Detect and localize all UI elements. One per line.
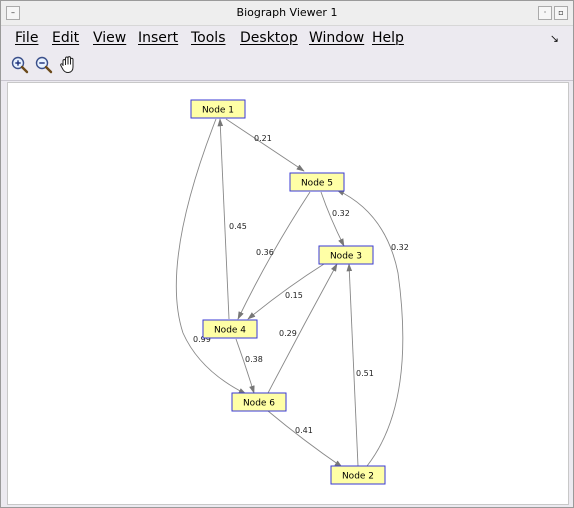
edge-label-node5-node3: 0.32: [332, 209, 350, 218]
window-title: Biograph Viewer 1: [236, 6, 338, 19]
edge-node6-node2[interactable]: [267, 410, 343, 468]
edge-node2-node3[interactable]: [346, 263, 359, 467]
dock-arrow-icon[interactable]: ↘: [549, 32, 559, 45]
menu-tools[interactable]: Tools: [191, 30, 226, 46]
window-menu-icon[interactable]: –: [6, 6, 20, 20]
node-6-label: Node 6: [243, 399, 275, 409]
node-4-box[interactable]: [202, 319, 258, 339]
node-6[interactable]: Node 6: [231, 392, 287, 412]
menu-insert[interactable]: Insert: [138, 30, 179, 46]
minimize-icon[interactable]: ·: [538, 6, 552, 20]
edge-label-node2-node5: 0.32: [391, 243, 409, 252]
menu-desktop[interactable]: Desktop: [240, 30, 298, 46]
edge-node4-node6[interactable]: [235, 338, 255, 394]
pan-hand-icon[interactable]: [57, 54, 79, 76]
edge-node6-node3[interactable]: [267, 263, 338, 394]
node-3-box[interactable]: [318, 245, 374, 265]
menu-file[interactable]: File: [15, 30, 39, 46]
edge-label-node5-node4: 0.36: [256, 248, 274, 257]
node-5-box[interactable]: [289, 172, 345, 192]
node-3-label: Node 3: [330, 252, 362, 262]
edge-label-node4-node6: 0.38: [245, 355, 263, 364]
edge-node5-node4[interactable]: [237, 191, 311, 320]
node-3[interactable]: Node 3: [318, 245, 374, 265]
edge-label-node1-node5: 0.21: [254, 134, 272, 143]
node-6-box[interactable]: [231, 392, 287, 412]
node-2-label: Node 2: [342, 472, 374, 482]
node-4-label: Node 4: [214, 326, 246, 336]
edge-node3-node4[interactable]: [247, 263, 325, 320]
edge-label-node2-node3: 0.51: [356, 369, 374, 378]
edge-node4-node1[interactable]: [217, 118, 230, 320]
node-4[interactable]: Node 4: [202, 319, 258, 339]
node-2[interactable]: Node 2: [330, 465, 386, 485]
menu-view[interactable]: View: [93, 30, 127, 46]
menu-edit[interactable]: Edit: [52, 30, 80, 46]
edge-node1-node6[interactable]: [175, 118, 247, 395]
node-1[interactable]: Node 1: [190, 99, 246, 119]
edge-node5-node3[interactable]: [320, 191, 345, 247]
graph-canvas[interactable]: 0.21 0.32 0.36 0.45 0.15 0.99 0.29 0.38 …: [7, 82, 569, 505]
toolbar: [1, 50, 573, 81]
node-5[interactable]: Node 5: [289, 172, 345, 192]
menu-window[interactable]: Window: [309, 30, 365, 46]
edge-node1-node5[interactable]: [225, 118, 305, 172]
node-5-label: Node 5: [301, 179, 333, 189]
edge-label-node6-node3: 0.29: [279, 329, 297, 338]
edge-label-node1-node6: 0.99: [193, 335, 211, 344]
title-bar[interactable]: – Biograph Viewer 1 · ▫: [1, 1, 573, 26]
zoom-out-icon[interactable]: [33, 54, 55, 76]
node-2-box[interactable]: [330, 465, 386, 485]
edge-label-node4-node1: 0.45: [229, 222, 247, 231]
node-1-label: Node 1: [202, 106, 234, 116]
node-1-box[interactable]: [190, 99, 246, 119]
edge-label-node6-node2: 0.41: [295, 426, 313, 435]
maximize-icon[interactable]: ▫: [554, 6, 568, 20]
edge-node2-node5[interactable]: [336, 189, 404, 467]
edge-label-node3-node4: 0.15: [285, 291, 303, 300]
menu-bar: File Edit View Insert Tools Desktop Wind…: [1, 26, 573, 50]
zoom-in-icon[interactable]: [9, 54, 31, 76]
menu-help[interactable]: Help: [372, 30, 404, 46]
